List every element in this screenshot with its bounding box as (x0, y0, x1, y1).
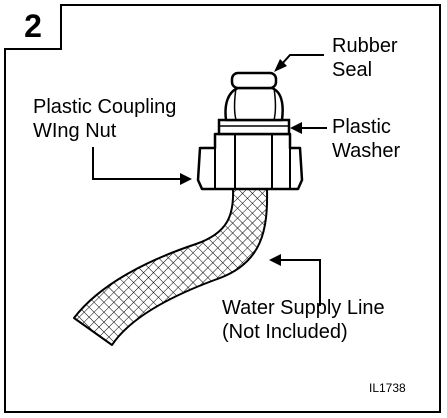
step-number-box: 2 (4, 4, 62, 50)
rubber-seal-label-line-1: Rubber (332, 35, 398, 57)
water-supply-line-hose (73, 188, 269, 346)
supply-line-label-line-2: (Not Included) (222, 321, 348, 343)
illustration-frame (4, 4, 441, 413)
washer-label-line-1: Plastic (332, 116, 391, 138)
supply-line-label-line-1: Water Supply Line (222, 297, 385, 319)
coupling-wing-nut (196, 132, 304, 191)
plastic-washer-leader (290, 122, 327, 134)
coupling-label-line-2: WIng Nut (33, 120, 117, 142)
washer-label-line-2: Washer (332, 140, 401, 162)
supply-line-leader (269, 254, 321, 306)
rubber-seal-leader (274, 54, 324, 72)
step-number: 2 (24, 8, 42, 44)
figure-code: IL1738 (369, 381, 406, 395)
plastic-washer (217, 118, 291, 136)
coupling-leader (92, 147, 192, 185)
rubber-seal-label-line-2: Seal (332, 59, 373, 81)
rubber-seal-cap (230, 71, 278, 90)
coupling-label-line-1: Plastic Coupling (33, 96, 177, 118)
